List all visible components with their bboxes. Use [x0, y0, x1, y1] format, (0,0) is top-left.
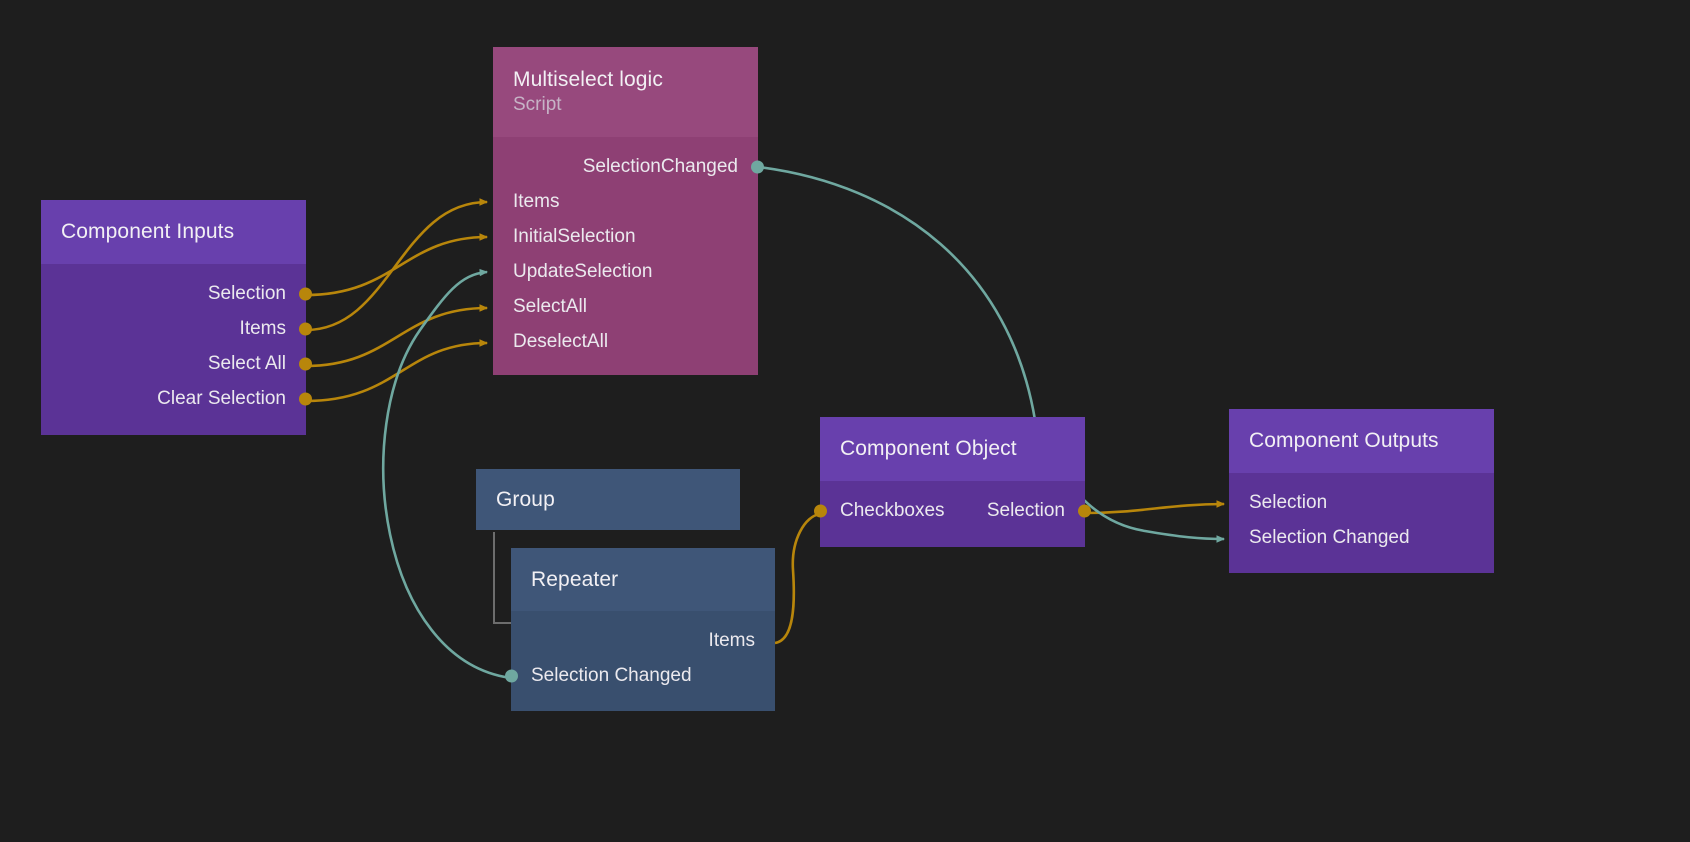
node-multiselect-logic[interactable]: Multiselect logic Script SelectionChange…	[493, 47, 764, 375]
node-multiselect-logic-title: Multiselect logic	[513, 68, 663, 91]
port-dot-selection[interactable]	[299, 287, 312, 300]
edge-object-selection-to-output-selection	[1085, 500, 1226, 515]
edge-repeater-items-to-checkboxes	[774, 512, 821, 645]
node-component-inputs-body: Selection Items Select All Clear Selecti…	[41, 264, 312, 435]
node-group[interactable]: Group	[476, 469, 740, 530]
port-dot-selection-changed[interactable]	[505, 669, 518, 682]
port-row-input[interactable]: InitialSelection	[493, 219, 758, 254]
group-tree-connector	[493, 532, 517, 624]
port-row-input[interactable]: SelectAll	[493, 289, 758, 324]
port-row-input[interactable]: DeselectAll	[493, 324, 758, 359]
port-label-checkboxes: Checkboxes	[840, 499, 945, 521]
port-label-selection-changed: Selection Changed	[531, 664, 692, 686]
port-dot-checkboxes[interactable]	[814, 504, 827, 517]
node-multiselect-logic-header[interactable]: Multiselect logic Script	[493, 47, 758, 137]
port-label-deselectall: DeselectAll	[513, 330, 609, 352]
port-row-output[interactable]: Items	[41, 311, 312, 346]
port-row-input[interactable]: Selection Changed	[505, 658, 775, 693]
node-component-object-title: Component Object	[840, 437, 1017, 460]
node-component-inputs[interactable]: Component Inputs Selection Items Select …	[41, 200, 312, 435]
node-component-outputs-header[interactable]: Component Outputs	[1229, 409, 1494, 473]
node-multiselect-logic-subtitle: Script	[513, 94, 562, 115]
edge-selectionchanged-to-component-object	[758, 165, 1037, 421]
port-row-input[interactable]: Items	[493, 184, 758, 219]
node-repeater-title: Repeater	[531, 567, 619, 591]
port-row-input[interactable]: Selection	[1229, 485, 1494, 520]
edge-selection-to-initialselection	[305, 233, 489, 297]
port-dot-clear-selection[interactable]	[299, 392, 312, 405]
port-row-output[interactable]: Select All	[41, 346, 312, 381]
port-row-output[interactable]: Selection	[41, 276, 312, 311]
port-label-selection: Selection	[207, 282, 286, 304]
port-label-selectall: SelectAll	[513, 295, 587, 317]
node-component-inputs-title: Component Inputs	[61, 220, 235, 243]
port-dot-select-all[interactable]	[299, 357, 312, 370]
node-group-header[interactable]: Group	[476, 469, 740, 530]
node-repeater-header[interactable]: Repeater	[511, 548, 775, 611]
port-row-output[interactable]: Clear Selection	[41, 381, 312, 416]
edge-items-to-items	[305, 198, 489, 332]
node-component-outputs-body: Selection Selection Changed	[1229, 473, 1494, 573]
port-label-items: Items	[239, 317, 286, 339]
port-label-output-selection-changed: Selection Changed	[1249, 526, 1410, 548]
edge-selectall-to-selectall	[305, 304, 489, 368]
port-row-input[interactable]: UpdateSelection	[493, 254, 758, 289]
node-multiselect-logic-body: SelectionChanged Items InitialSelection …	[493, 137, 764, 375]
node-component-object-body: Checkboxes Selection	[814, 481, 1091, 547]
port-row-input[interactable]: Selection Changed	[1229, 520, 1494, 555]
port-label-items: Items	[708, 629, 755, 651]
node-component-outputs-title: Component Outputs	[1249, 429, 1439, 452]
port-row-input-output[interactable]: Checkboxes Selection	[814, 493, 1091, 528]
edge-clearselection-to-deselectall	[305, 339, 489, 403]
port-label-object-selection: Selection	[986, 499, 1065, 521]
port-label-items: Items	[513, 190, 560, 212]
port-row-output[interactable]: SelectionChanged	[493, 149, 764, 184]
node-component-outputs[interactable]: Component Outputs Selection Selection Ch…	[1229, 409, 1494, 573]
port-row-output[interactable]: Items	[511, 623, 775, 658]
node-component-object-header[interactable]: Component Object	[820, 417, 1085, 481]
port-dot-selectionchanged[interactable]	[751, 160, 764, 173]
node-component-inputs-header[interactable]: Component Inputs	[41, 200, 306, 264]
port-label-updateselection: UpdateSelection	[513, 260, 653, 282]
port-label-select-all: Select All	[207, 352, 286, 374]
port-label-selectionchanged: SelectionChanged	[582, 155, 738, 177]
node-repeater[interactable]: Repeater Items Selection Changed	[505, 548, 775, 711]
port-label-clear-selection: Clear Selection	[157, 387, 286, 409]
node-component-object[interactable]: Component Object Checkboxes Selection	[814, 417, 1091, 547]
port-label-output-selection: Selection	[1249, 491, 1328, 513]
port-dot-object-selection[interactable]	[1078, 504, 1091, 517]
node-group-title: Group	[496, 487, 555, 511]
node-repeater-body: Items Selection Changed	[505, 611, 775, 711]
port-dot-items[interactable]	[299, 322, 312, 335]
port-label-initialselection: InitialSelection	[513, 225, 636, 247]
